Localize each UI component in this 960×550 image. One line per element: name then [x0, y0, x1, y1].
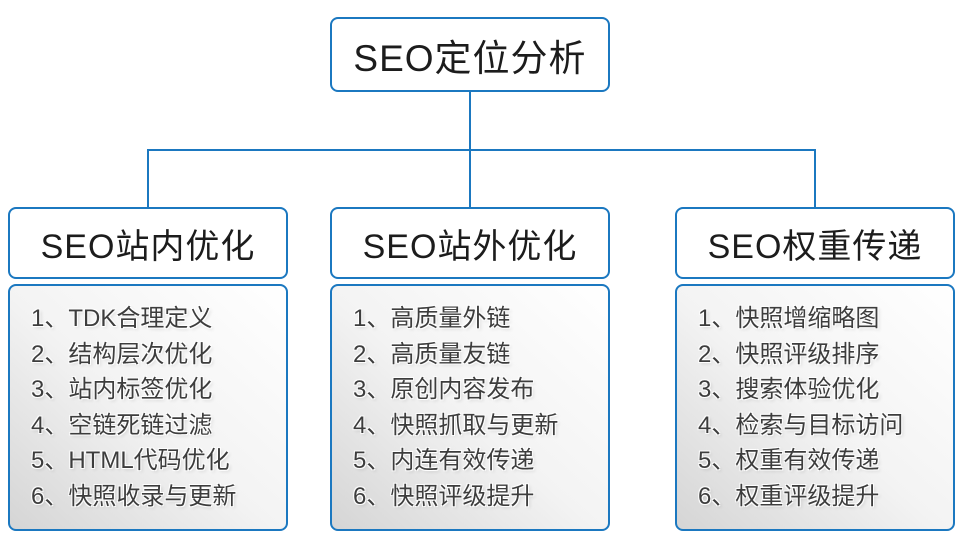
panel-onsite-optimization: 1、TDK合理定义 2、结构层次优化 3、站内标签优化 4、空链死链过滤 5、H…: [8, 284, 288, 531]
connector-left-drop: [147, 150, 149, 207]
list-item: 1、快照增缩略图: [698, 305, 880, 332]
list-item: 1、TDK合理定义: [31, 305, 213, 332]
list-item: 6、快照收录与更新: [31, 482, 237, 510]
connector-middle-drop: [469, 150, 471, 207]
branch-node-onsite-optimization: SEO站内优化: [8, 207, 288, 279]
list-item: 2、高质量友链: [353, 340, 511, 368]
list-item: 5、内连有效传递: [353, 447, 535, 474]
list-item: 4、空链死链过滤: [31, 411, 213, 439]
list-item: 5、HTML代码优化: [31, 447, 230, 474]
list-item: 2、结构层次优化: [31, 340, 213, 368]
root-node-seo-positioning: SEO定位分析: [330, 17, 610, 92]
branch-node-label: SEO权重传递: [707, 227, 923, 266]
connector-right-drop: [814, 150, 816, 207]
list-item: 3、原创内容发布: [353, 376, 535, 403]
list-item: 5、权重有效传递: [698, 447, 880, 474]
list-item: 3、站内标签优化: [31, 376, 213, 403]
branch-node-label: SEO站内优化: [40, 227, 256, 266]
branch-node-label: SEO站外优化: [362, 227, 578, 266]
list-item: 4、检索与目标访问: [698, 411, 904, 439]
panel-offsite-optimization: 1、高质量外链 2、高质量友链 3、原创内容发布 4、快照抓取与更新 5、内连有…: [330, 284, 610, 531]
list-item: 1、高质量外链: [353, 305, 511, 332]
root-node-label: SEO定位分析: [353, 37, 587, 79]
branch-node-weight-transfer: SEO权重传递: [675, 207, 955, 279]
list-item: 6、快照评级提升: [353, 482, 535, 510]
connector-horizontal-bar: [147, 149, 816, 151]
list-item: 2、快照评级排序: [698, 340, 880, 368]
list-item: 6、权重评级提升: [698, 482, 880, 510]
panel-weight-transfer: 1、快照增缩略图 2、快照评级排序 3、搜索体验优化 4、检索与目标访问 5、权…: [675, 284, 955, 531]
branch-node-offsite-optimization: SEO站外优化: [330, 207, 610, 279]
connector-root-vertical: [469, 92, 471, 151]
list-item: 3、搜索体验优化: [698, 376, 880, 403]
list-item: 4、快照抓取与更新: [353, 411, 559, 439]
